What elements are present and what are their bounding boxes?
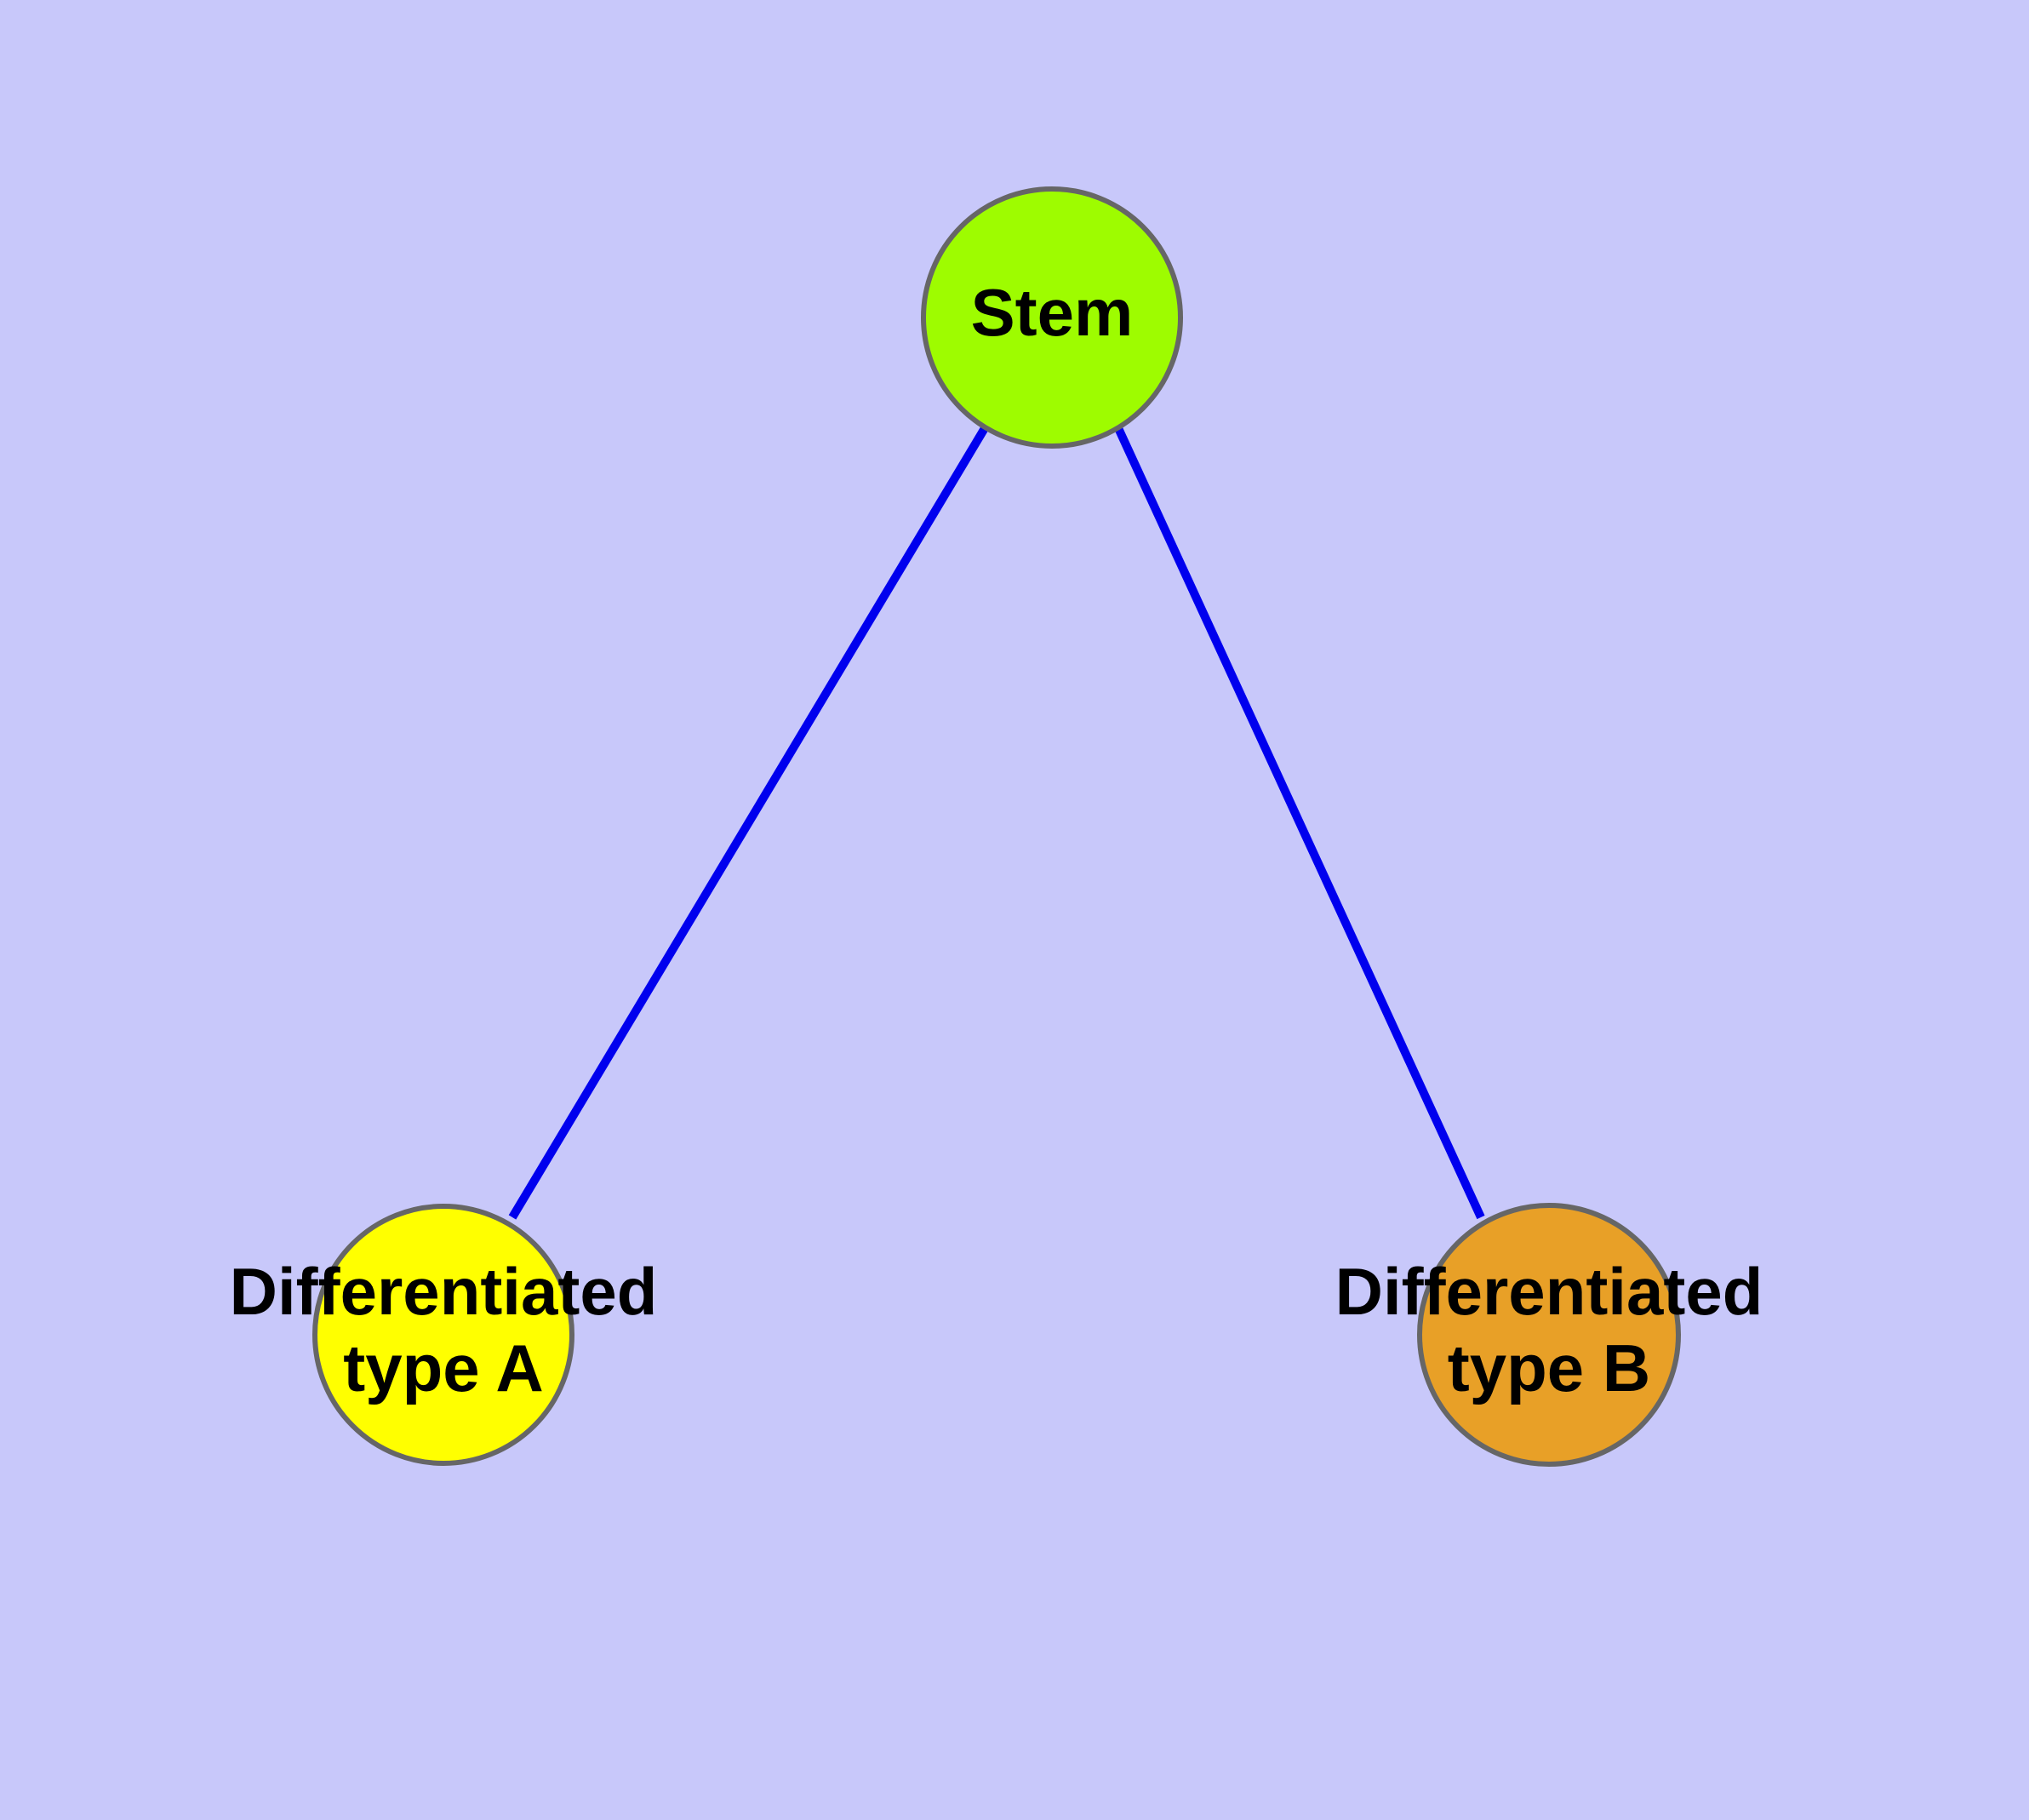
- node-label-line: type B: [1448, 1330, 1650, 1405]
- node-circle-diff-b[interactable]: [1417, 1203, 1681, 1467]
- edge-stem-to-diff-a[interactable]: [508, 426, 989, 1220]
- node-circle-diff-a[interactable]: [312, 1204, 574, 1466]
- node-label-line: Differentiated: [1335, 1254, 1763, 1329]
- node-stem[interactable]: Stem: [921, 186, 1183, 449]
- node-label-line: Stem: [971, 275, 1134, 350]
- edge-stem-to-diff-b[interactable]: [1114, 426, 1485, 1220]
- node-label-stem: Stem: [971, 275, 1134, 350]
- node-circle-stem[interactable]: [921, 186, 1183, 449]
- node-label-line: type A: [343, 1330, 544, 1405]
- edges-layer: [508, 426, 1485, 1220]
- node-label-line: Differentiated: [230, 1254, 658, 1329]
